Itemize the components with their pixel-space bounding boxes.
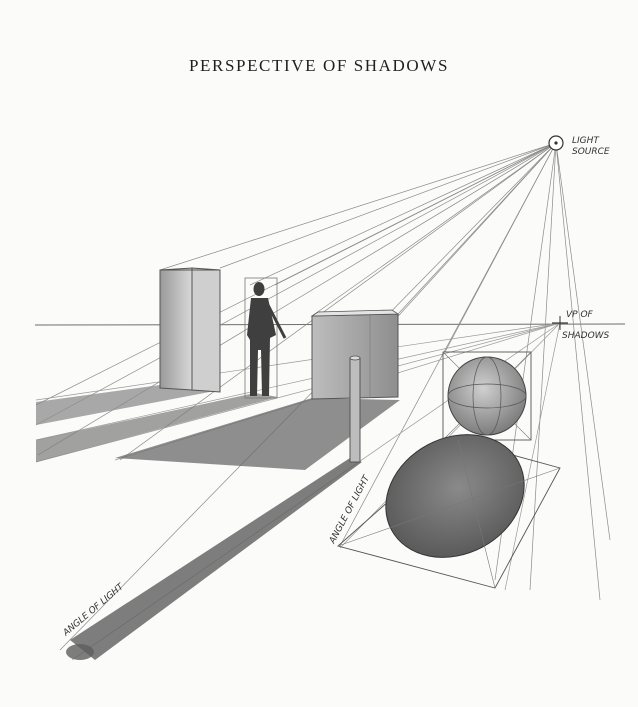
vp-label-line1: VP OF	[566, 310, 594, 320]
sphere-shadow	[338, 411, 560, 588]
post-shadow	[70, 458, 362, 660]
light-source-label-line2: SOURCE	[572, 147, 610, 157]
post-shadow-end	[66, 644, 94, 660]
sphere-construction	[443, 352, 531, 440]
standing-figure	[245, 278, 285, 398]
light-source-label-line1: LIGHT	[572, 136, 600, 146]
vp-label-line2: SHADOWS	[562, 331, 610, 341]
light-source-marker	[549, 136, 563, 150]
tall-box	[160, 268, 220, 392]
post	[350, 356, 360, 462]
